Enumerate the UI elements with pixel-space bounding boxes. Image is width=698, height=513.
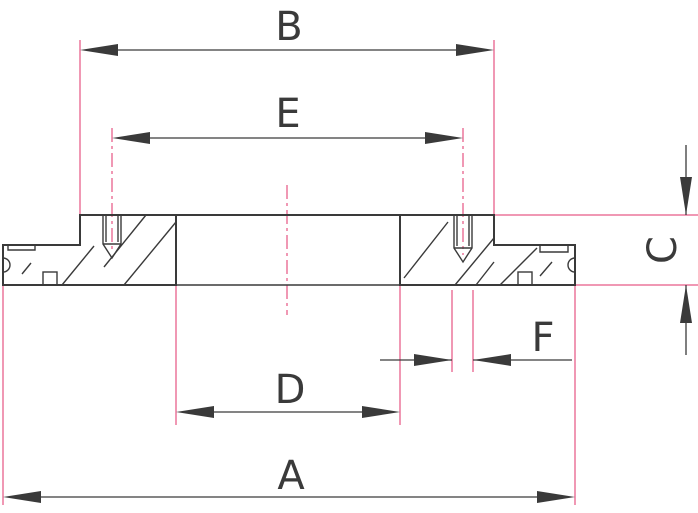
flange-section <box>2 214 576 286</box>
dimension-label-a: A <box>277 453 305 499</box>
right-notch <box>517 271 533 286</box>
center-lines <box>111 128 464 315</box>
left-groove <box>2 257 11 273</box>
dimension-label-f: F <box>531 315 554 361</box>
dimension-label-e: E <box>275 91 300 137</box>
dimension-label-c: C <box>640 236 686 264</box>
left-notch <box>42 271 58 286</box>
dimension-labels: B E D A F C <box>275 4 686 499</box>
dimension-label-b: B <box>275 4 302 50</box>
dimension-label-d: D <box>275 367 306 413</box>
right-groove <box>567 257 576 273</box>
right-tapped-hole <box>453 215 473 264</box>
dimension-lines <box>3 44 692 503</box>
extension-lines <box>2 40 698 505</box>
